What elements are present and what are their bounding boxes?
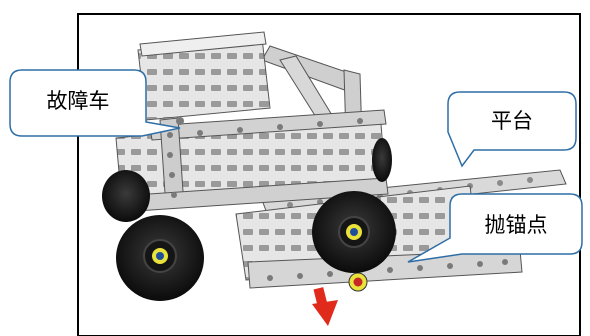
vehicle-top-beam [149, 109, 387, 141]
callout-platform-label: 平台 [491, 109, 533, 133]
frame-border [77, 13, 581, 336]
callout-platform: 平台 [447, 91, 577, 168]
wheel-rear-left [116, 215, 204, 301]
wheel-rear-right [312, 191, 396, 273]
callout-anchor-point: 抛锚点 [407, 193, 583, 263]
wheel-front-right [372, 138, 392, 182]
force-arrow [312, 287, 338, 326]
faulty-vehicle-assembly [115, 31, 389, 213]
vehicle-roof-edge [139, 31, 267, 57]
callout-faulty-vehicle: 故障车 [9, 69, 181, 137]
anchor-point-core [353, 277, 363, 287]
callout-anchor-point-label: 抛锚点 [485, 213, 548, 237]
callout-faulty-vehicle-label: 故障车 [47, 89, 110, 113]
wheel-front-left [102, 170, 150, 222]
